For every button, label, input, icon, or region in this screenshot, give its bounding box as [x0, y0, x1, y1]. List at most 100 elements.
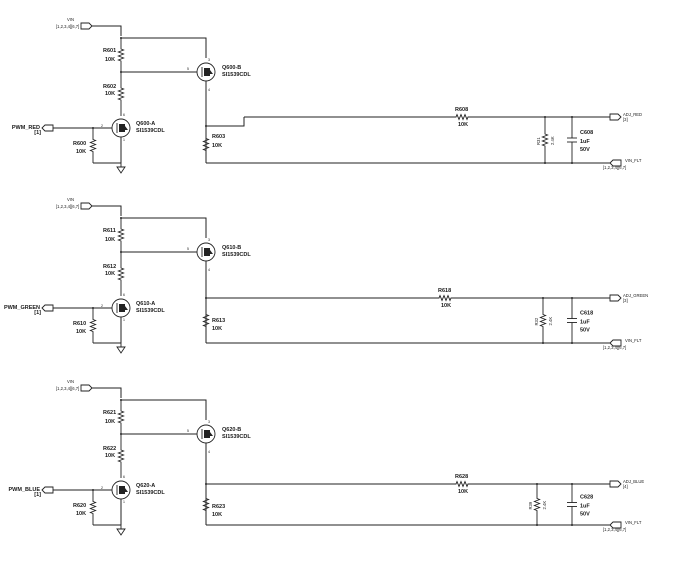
- vinflt-connector: [609, 339, 622, 347]
- vinflt-connector: [609, 521, 622, 529]
- r-top-ref: R611: [103, 228, 116, 234]
- r-series-value: 10K: [441, 303, 451, 309]
- r-top-ref: R621: [103, 410, 116, 416]
- vin-to-qb-wire: [121, 37, 207, 58]
- r-pulldown-ref: R600: [73, 141, 86, 147]
- r-pulldown-ref: R610: [73, 321, 86, 327]
- adj-page-ref: [4]: [623, 484, 628, 489]
- vin-page-refs: [1,2,3,4][6,7]: [56, 386, 79, 391]
- r-mid-ref: R612: [103, 264, 116, 270]
- qa-ref: Q610-A: [136, 301, 155, 307]
- pin-label: 6: [123, 475, 125, 479]
- resistor-mid: [117, 252, 125, 296]
- resistor-top: [117, 38, 125, 72]
- pin-label: 2: [101, 304, 103, 308]
- resistor-pulldown: [89, 128, 97, 163]
- resistor-pulldown: [89, 490, 97, 525]
- pwm-connector: [41, 486, 54, 494]
- vinflt-page-refs: [1,2,3,4][6,7]: [603, 165, 626, 170]
- vinflt-page-refs: [1,2,3,4][6,7]: [603, 527, 626, 532]
- cap-voltage: 50V: [580, 328, 590, 334]
- cap-voltage: 50V: [580, 512, 590, 518]
- mosfet-qb-diode: [207, 250, 213, 254]
- pin-label: 1: [123, 318, 125, 322]
- mosfet-qb-diode: [207, 432, 213, 436]
- r-pulldown-value: 10K: [76, 511, 86, 517]
- resistor-mid: [117, 434, 125, 478]
- r-shunt-value: 2.4K: [542, 501, 547, 510]
- r-shunt-value: 2.4K: [550, 136, 555, 145]
- pin-label: 4: [208, 268, 210, 272]
- qb-part: SI1539CDL: [222, 434, 251, 440]
- vinflt-net-label: VIN_FLT: [625, 520, 642, 525]
- vin-net-label: VIN: [67, 17, 74, 22]
- resistor-out: [202, 484, 210, 525]
- r-top-value: 10K: [105, 237, 115, 243]
- cap-ref: C628: [580, 495, 593, 501]
- qb-ref: Q610-B: [222, 245, 241, 251]
- resistor-top: [117, 218, 125, 252]
- r-mid-value: 10K: [105, 271, 115, 277]
- vin-to-qb-wire: [121, 399, 207, 420]
- pin-label: 6: [123, 293, 125, 297]
- mosfet-qa-diode: [122, 126, 128, 130]
- pin-label: 4: [208, 450, 210, 454]
- r-series-ref: R618: [438, 288, 451, 294]
- pin-label: 5: [187, 67, 189, 71]
- mosfet-qa-diode: [122, 306, 128, 310]
- resistor-shunt: [533, 484, 541, 525]
- pin-label: 6: [123, 113, 125, 117]
- pin-label: 4: [208, 88, 210, 92]
- r-top-ref: R601: [103, 48, 116, 54]
- qb-part: SI1539CDL: [222, 72, 251, 78]
- resistor-pulldown: [89, 308, 97, 343]
- r-series-ref: R608: [455, 107, 468, 113]
- r-series-ref: R628: [455, 474, 468, 480]
- resistor-mid: [117, 72, 125, 116]
- adj-net-label: ADJ_GREEN: [623, 293, 648, 298]
- vin-net-label: VIN: [67, 197, 74, 202]
- r-mid-value: 10K: [105, 453, 115, 459]
- mosfet-qa-channel: [119, 124, 125, 132]
- adj-net-label: ADJ_BLUE: [623, 479, 644, 484]
- cap-voltage: 50V: [580, 147, 590, 153]
- pin-label: 1: [123, 138, 125, 142]
- r-mid-ref: R602: [103, 84, 116, 90]
- qa-part: SI1539CDL: [136, 308, 165, 314]
- r-out-value: 10K: [212, 512, 222, 518]
- pin-label: 3: [208, 420, 210, 424]
- cap-ref: C608: [580, 130, 593, 136]
- vin-connector: [80, 384, 93, 392]
- r-mid-ref: R622: [103, 446, 116, 452]
- r-shunt-ref: R39: [528, 501, 533, 509]
- pwm-net-label: PWM_GREEN: [4, 305, 40, 311]
- vinflt-net-label: VIN_FLT: [625, 338, 642, 343]
- qa-ref: Q600-A: [136, 121, 155, 127]
- mosfet-qa-diode: [122, 488, 128, 492]
- r-out-value: 10K: [212, 326, 222, 332]
- ground-icon: [116, 346, 126, 354]
- qa-part: SI1539CDL: [136, 490, 165, 496]
- pwm-page-ref: [1]: [34, 492, 41, 498]
- pwm-connector: [41, 124, 54, 132]
- r-top-value: 10K: [105, 419, 115, 425]
- qa-ref: Q620-A: [136, 483, 155, 489]
- r-out-value: 10K: [212, 143, 222, 149]
- vin-connector: [80, 202, 93, 210]
- qb-ref: Q620-B: [222, 427, 241, 433]
- mosfet-qb-channel: [204, 248, 210, 256]
- r-mid-value: 10K: [105, 91, 115, 97]
- resistor-shunt: [539, 298, 547, 343]
- resistor-series: [452, 480, 472, 488]
- vinflt-connector: [609, 159, 622, 167]
- adj-net-label: ADJ_RED: [623, 112, 642, 117]
- cap-value: 1uF: [580, 504, 590, 510]
- pin-label: 1: [123, 500, 125, 504]
- pin-label: 5: [187, 429, 189, 433]
- resistor-out: [202, 126, 210, 163]
- mosfet-qa-channel: [119, 486, 125, 494]
- cap-value: 1uF: [580, 139, 590, 145]
- resistor-series: [452, 113, 472, 121]
- vin-page-refs: [1,2,3,4][6,7]: [56, 24, 79, 29]
